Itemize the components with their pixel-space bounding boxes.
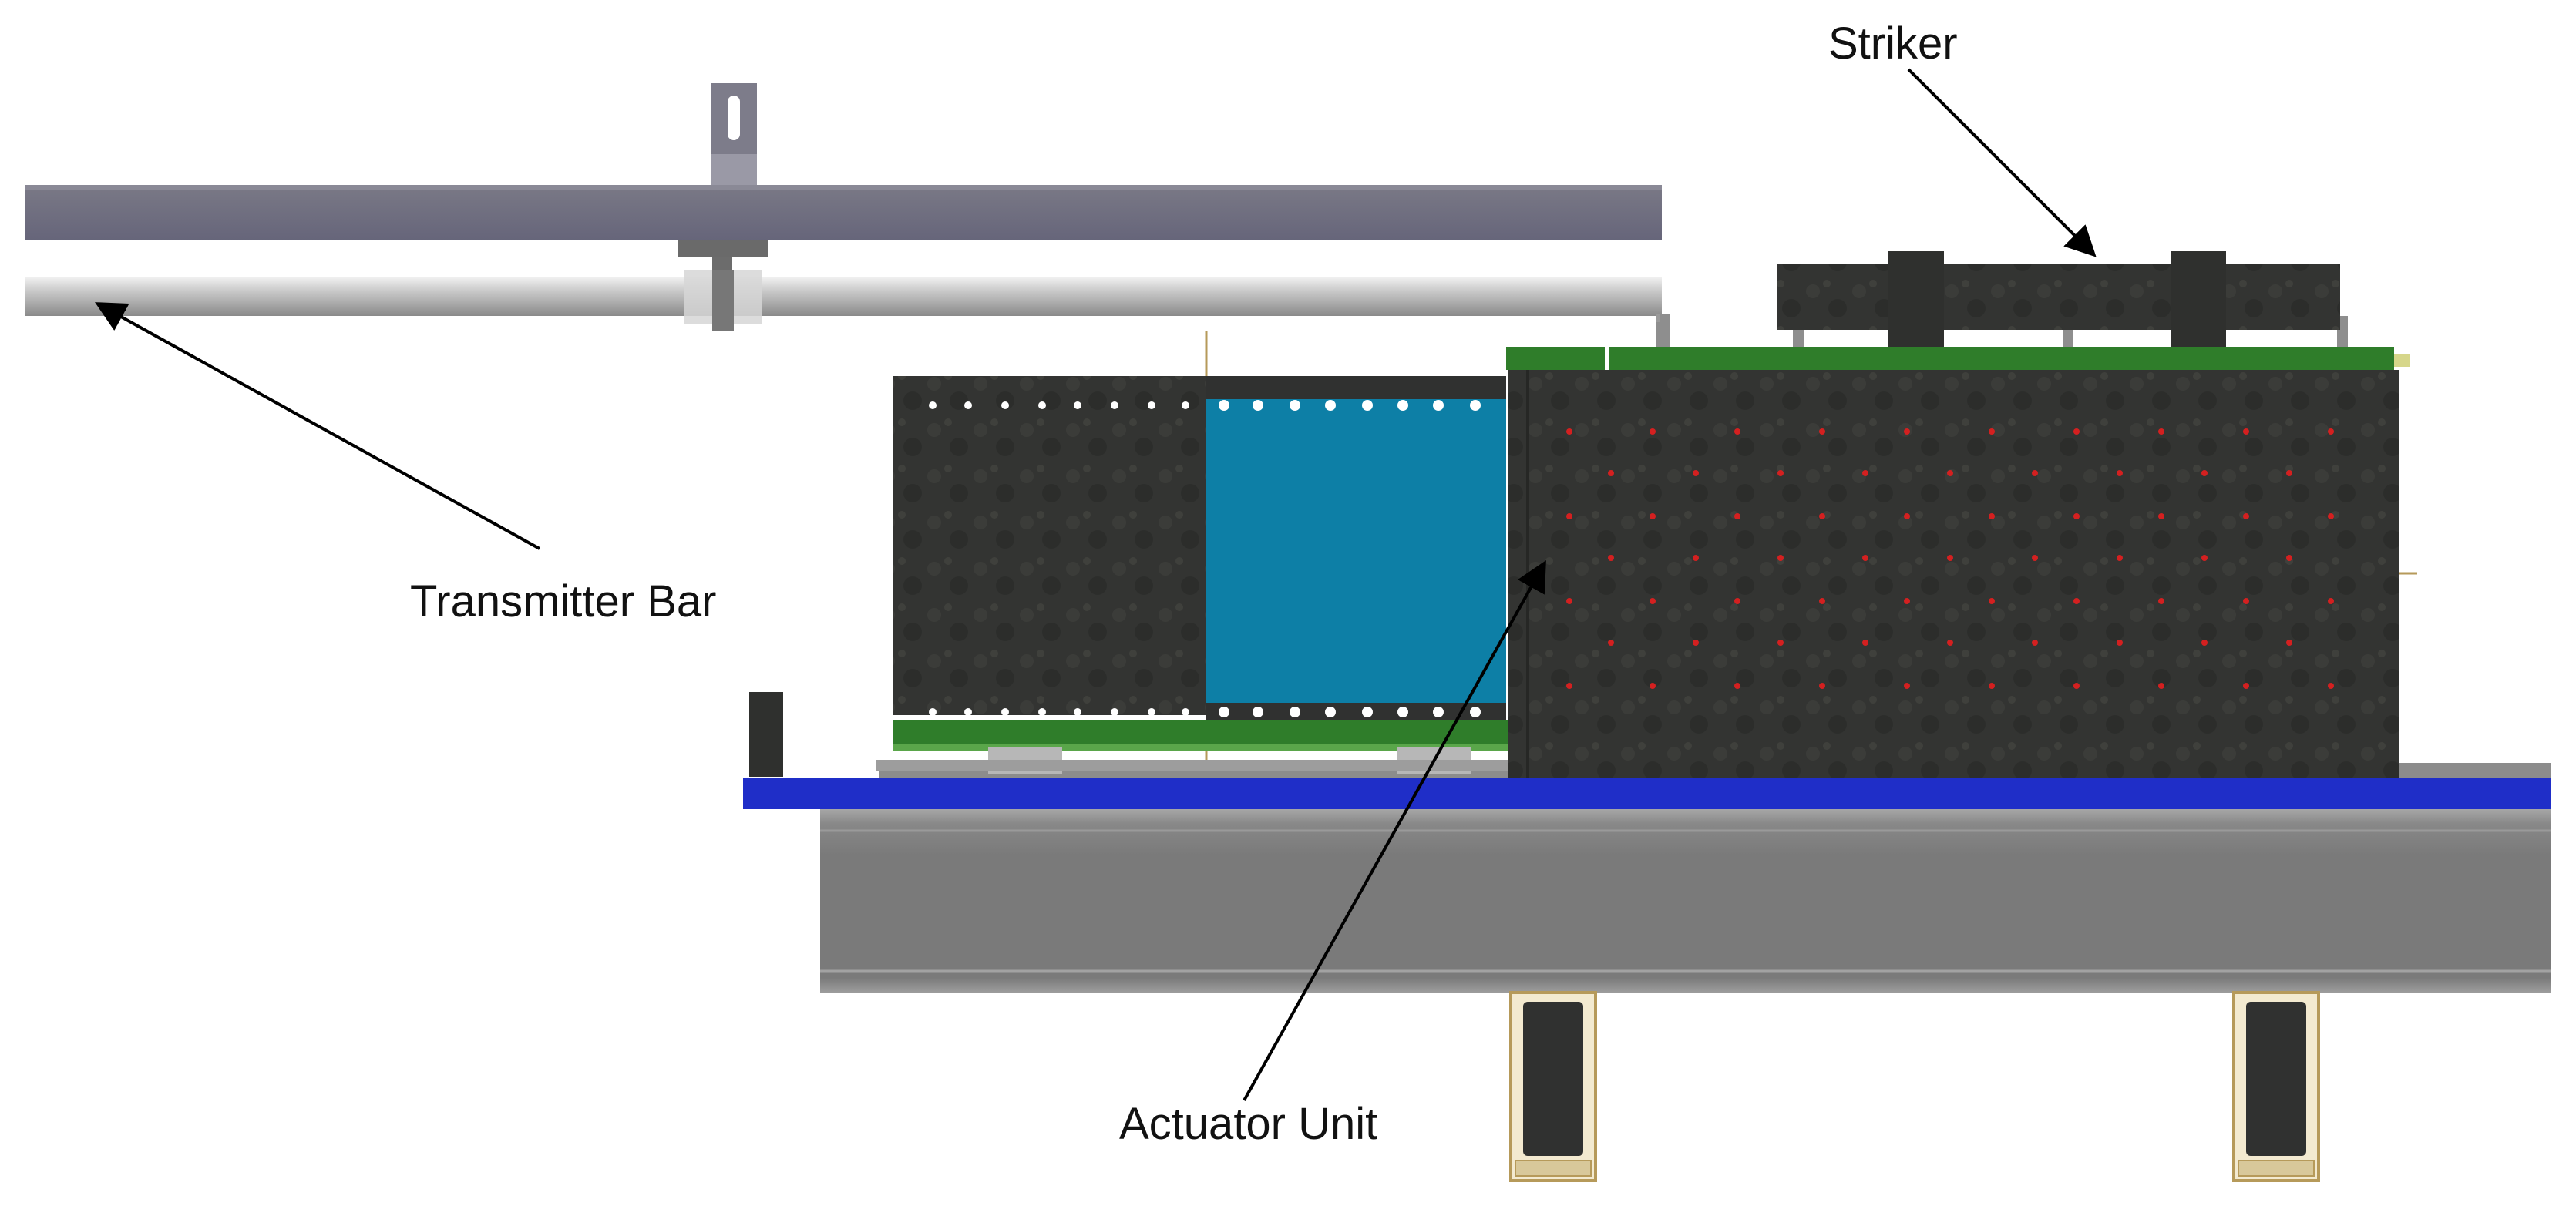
bolt-row-bottom bbox=[929, 707, 1481, 717]
left-module bbox=[876, 331, 1509, 774]
blue-panel bbox=[1206, 399, 1506, 715]
label-actuator-unit: Actuator Unit bbox=[1119, 1099, 1378, 1149]
actuator-body bbox=[1508, 370, 2399, 778]
transmitter-assembly bbox=[25, 83, 1662, 331]
blue-base-plate bbox=[743, 778, 2551, 809]
arrow-striker bbox=[1907, 68, 2097, 257]
hanger-slot bbox=[728, 96, 740, 140]
steel-base bbox=[820, 809, 2551, 993]
hanger-bracket-base bbox=[711, 154, 757, 185]
striker-assembly bbox=[1656, 251, 2348, 347]
blue-panel-top-band bbox=[1206, 376, 1506, 399]
green-strip-lower bbox=[893, 720, 1509, 747]
arrow-actuator bbox=[1243, 560, 1546, 1101]
beam-top-edge bbox=[25, 185, 1662, 190]
transmitter-bar bbox=[25, 277, 1662, 316]
lower-rail bbox=[876, 760, 1509, 771]
bar-collar-shadow bbox=[712, 270, 734, 331]
left-dark-panel bbox=[893, 376, 1206, 715]
bolt-row-top bbox=[929, 400, 1481, 411]
arrow-transmitter bbox=[95, 302, 540, 550]
label-transmitter-bar: Transmitter Bar bbox=[410, 576, 717, 627]
support-leg-left bbox=[1509, 991, 1597, 1182]
left-post bbox=[749, 692, 783, 777]
striker-front-post bbox=[1660, 314, 1670, 347]
clamp-plate bbox=[678, 240, 768, 257]
striker-body bbox=[1777, 264, 2340, 330]
striker-block-right bbox=[2171, 251, 2226, 347]
green-strip-lower-edge bbox=[893, 744, 1509, 751]
green-strip-top-cap bbox=[2394, 354, 2410, 367]
support-leg-right bbox=[2232, 991, 2320, 1182]
label-striker: Striker bbox=[1828, 18, 1958, 69]
green-strip-top bbox=[1609, 347, 2394, 370]
overhead-beam bbox=[25, 185, 1662, 240]
red-dot-grid bbox=[1566, 428, 2334, 689]
striker-block-left bbox=[1888, 251, 1944, 347]
actuator-unit bbox=[1506, 347, 2417, 778]
green-strip-top-left bbox=[1506, 347, 1605, 370]
